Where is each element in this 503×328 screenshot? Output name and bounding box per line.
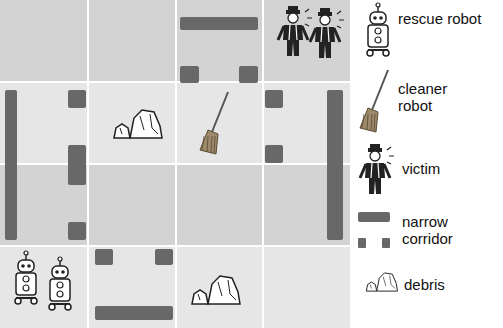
corridor-walls [5, 17, 343, 320]
debris-figure [114, 110, 162, 138]
legend-label: narrow corridor [402, 213, 486, 247]
legend-victim [360, 144, 394, 194]
debris-figure [192, 276, 240, 304]
legend-label: victim [402, 160, 486, 177]
legend-corridor [358, 212, 390, 248]
legend-label: debris [404, 276, 488, 293]
legend-debris [366, 273, 397, 291]
legend-label: cleaner robot [398, 80, 482, 114]
broom-figure [200, 92, 228, 154]
legend-robot [367, 3, 389, 56]
victim-figure [310, 8, 344, 58]
grid-cells [0, 0, 350, 328]
robot-figure [15, 251, 37, 304]
victim-figure [278, 6, 312, 56]
legend-label: rescue robot [398, 10, 482, 27]
robot-figure [49, 257, 71, 310]
legend-broom [360, 70, 388, 132]
